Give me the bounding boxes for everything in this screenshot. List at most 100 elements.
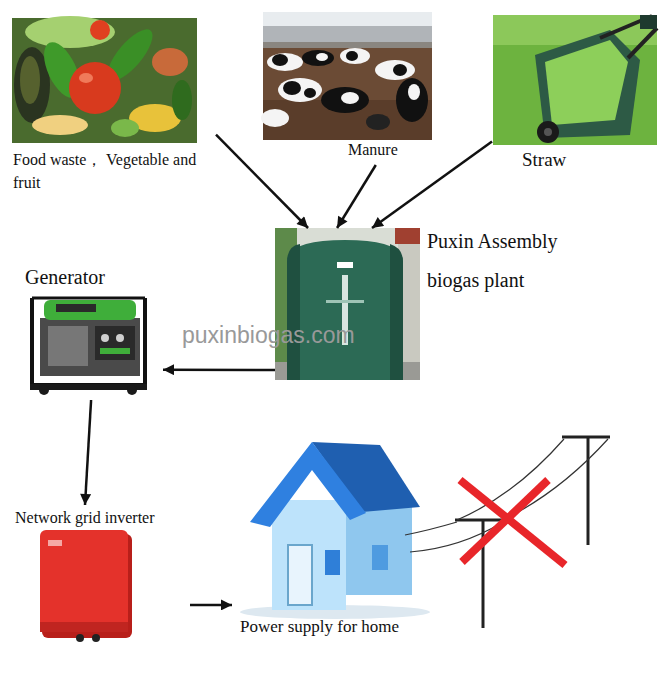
generator-picture-part xyxy=(127,385,137,395)
power-line-part xyxy=(457,439,564,520)
generator-picture-part xyxy=(101,334,109,342)
generator-picture-part xyxy=(40,318,140,376)
food-waste-photo-part xyxy=(90,20,110,40)
generator-node: Generator xyxy=(22,262,163,400)
node-label: Straw xyxy=(522,149,672,172)
house-picture-part xyxy=(272,500,346,610)
node-label: Manure xyxy=(348,140,609,159)
grass-mower-photo-part xyxy=(493,15,657,45)
inverter-picture xyxy=(40,530,132,642)
house-picture-part xyxy=(325,550,340,575)
biogas-plant-photo-part xyxy=(395,228,420,244)
biogas-plant-photo-part xyxy=(287,240,403,380)
house-picture-part xyxy=(288,545,312,605)
flow-arrow xyxy=(337,165,376,228)
cow-farm-photo-part xyxy=(283,81,301,95)
generator-picture xyxy=(30,298,147,395)
grass-mower-photo xyxy=(493,15,657,145)
power-line-part xyxy=(562,436,610,439)
food-waste-photo-part xyxy=(111,119,139,137)
cow-farm-photo-part xyxy=(263,12,432,26)
food-waste-node: Food waste， Vegetable and fruit xyxy=(10,15,216,196)
generator-picture-part xyxy=(48,326,88,366)
power-line xyxy=(405,437,610,628)
house-picture-part xyxy=(372,545,388,570)
inverter-picture-part xyxy=(40,530,128,632)
biogas-plant-photo xyxy=(275,228,420,380)
food-waste-photo-part xyxy=(32,115,88,135)
cow-farm-photo-part xyxy=(278,78,322,102)
straw-node: Straw xyxy=(492,12,672,174)
biogas-plant-photo-part xyxy=(275,228,420,380)
cow-farm-photo-part xyxy=(263,12,432,140)
power-line-part xyxy=(405,522,457,535)
biogas-plant-photo-part xyxy=(337,262,353,268)
node-label: Power supply for home xyxy=(240,617,446,637)
node-label: Puxin Assembly biogas plant xyxy=(427,222,595,300)
node-label: Food waste， Vegetable and fruit xyxy=(13,148,213,194)
flow-arrow xyxy=(190,604,232,607)
inverter-picture-part xyxy=(92,634,100,642)
grass-mower-photo-part xyxy=(493,15,657,145)
cow-farm-photo-part xyxy=(375,60,415,80)
flow-arrow xyxy=(216,135,308,228)
biogas-plant-photo-part xyxy=(287,244,300,380)
cow-farm-photo-part xyxy=(393,64,407,76)
inverter-picture-part xyxy=(40,622,128,632)
cow-farm-photo-part xyxy=(316,53,328,61)
red-cross-part xyxy=(462,480,548,562)
food-waste-photo-part xyxy=(152,48,188,76)
cow-farm-photo-part xyxy=(340,48,370,64)
inverter-node: Network grid inverter xyxy=(12,505,190,645)
biogas-plant-node: Puxin Assembly biogas plant xyxy=(275,228,420,380)
food-waste-photo-part xyxy=(79,73,93,83)
food-waste-photo-part xyxy=(20,56,40,104)
cow-farm-photo-part xyxy=(321,87,369,113)
food-waste-photo-part xyxy=(172,80,192,120)
generator-picture-part xyxy=(56,304,96,312)
grass-mower-photo-part xyxy=(545,40,628,125)
manure-node: Manure xyxy=(262,10,523,165)
inverter-picture-part xyxy=(76,634,84,642)
generator-picture-part xyxy=(32,298,145,385)
food-waste-photo-part xyxy=(69,62,121,114)
cow-farm-photo-part xyxy=(267,53,303,71)
grass-mower-photo-part xyxy=(628,28,657,58)
cow-farm-photo-part xyxy=(302,50,334,66)
node-label: Network grid inverter xyxy=(15,508,193,527)
red-cross-part xyxy=(460,480,565,565)
house-picture-part xyxy=(250,442,366,527)
inverter-picture-part xyxy=(48,540,62,546)
biogas-plant-photo-part xyxy=(326,300,364,303)
watermark: puxinbiogas.com xyxy=(182,322,355,349)
cow-farm-photo-part xyxy=(346,51,358,61)
flow-arrow xyxy=(163,368,275,371)
power-line-part xyxy=(587,437,590,545)
cow-farm-photo-part xyxy=(263,42,432,48)
grass-mower-photo-part xyxy=(544,128,552,136)
cow-farm-photo xyxy=(261,12,432,140)
food-waste-photo xyxy=(12,16,197,143)
generator-picture-part xyxy=(100,348,130,354)
cow-farm-photo-part xyxy=(304,88,316,98)
node-label: Generator xyxy=(25,265,166,289)
home-node: Power supply for home xyxy=(232,440,438,652)
food-waste-photo-part xyxy=(25,16,115,48)
grass-mower-photo-part xyxy=(537,121,559,143)
cow-farm-photo-part xyxy=(408,84,420,100)
grass-mower-photo-part xyxy=(640,15,657,29)
generator-picture-part xyxy=(95,326,135,360)
generator-picture-part xyxy=(39,385,49,395)
cow-farm-photo-part xyxy=(396,78,428,122)
generator-picture-part xyxy=(116,334,124,342)
cow-farm-photo-part xyxy=(341,92,359,104)
red-cross xyxy=(460,480,565,565)
generator-picture-part xyxy=(44,300,136,320)
cow-farm-photo-part xyxy=(263,26,432,42)
cow-farm-photo-part xyxy=(272,54,288,66)
house-picture xyxy=(240,442,430,619)
biogas-plant-photo-part xyxy=(390,244,403,380)
cow-farm-photo-part xyxy=(366,114,390,130)
cow-farm-photo-part xyxy=(261,109,289,127)
